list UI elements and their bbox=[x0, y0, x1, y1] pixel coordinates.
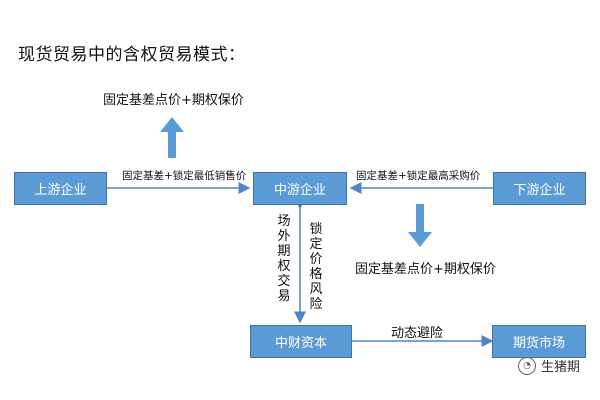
label-bottom-option: 固定基差点价+期权保价 bbox=[355, 262, 496, 277]
label-upstream-middle: 固定基差+锁定最低销售价 bbox=[122, 170, 247, 182]
box-upstream: 上游企业 bbox=[14, 172, 107, 205]
box-futures: 期货市场 bbox=[492, 325, 586, 358]
watermark: ◔ 生猪期 bbox=[518, 356, 580, 375]
box-middle: 中游企业 bbox=[253, 172, 347, 205]
box-downstream: 下游企业 bbox=[493, 172, 586, 205]
wechat-icon: ◔ bbox=[518, 356, 536, 375]
box-zhongcai: 中财资本 bbox=[250, 325, 352, 358]
page-title: 现货贸易中的含权贸易模式： bbox=[18, 45, 246, 65]
label-top-option: 固定基差点价+期权保价 bbox=[103, 93, 244, 108]
label-lock-price: 锁定价格风险 bbox=[309, 222, 323, 312]
watermark-text: 生猪期 bbox=[541, 360, 581, 375]
up-block-arrow-icon bbox=[160, 117, 184, 158]
label-otc-trade: 场外期权交易 bbox=[277, 214, 291, 304]
label-downstream-middle: 固定基差+锁定最高采购价 bbox=[356, 170, 481, 182]
label-dynamic-hedge: 动态避险 bbox=[391, 326, 444, 341]
down-block-arrow-icon bbox=[408, 204, 432, 247]
